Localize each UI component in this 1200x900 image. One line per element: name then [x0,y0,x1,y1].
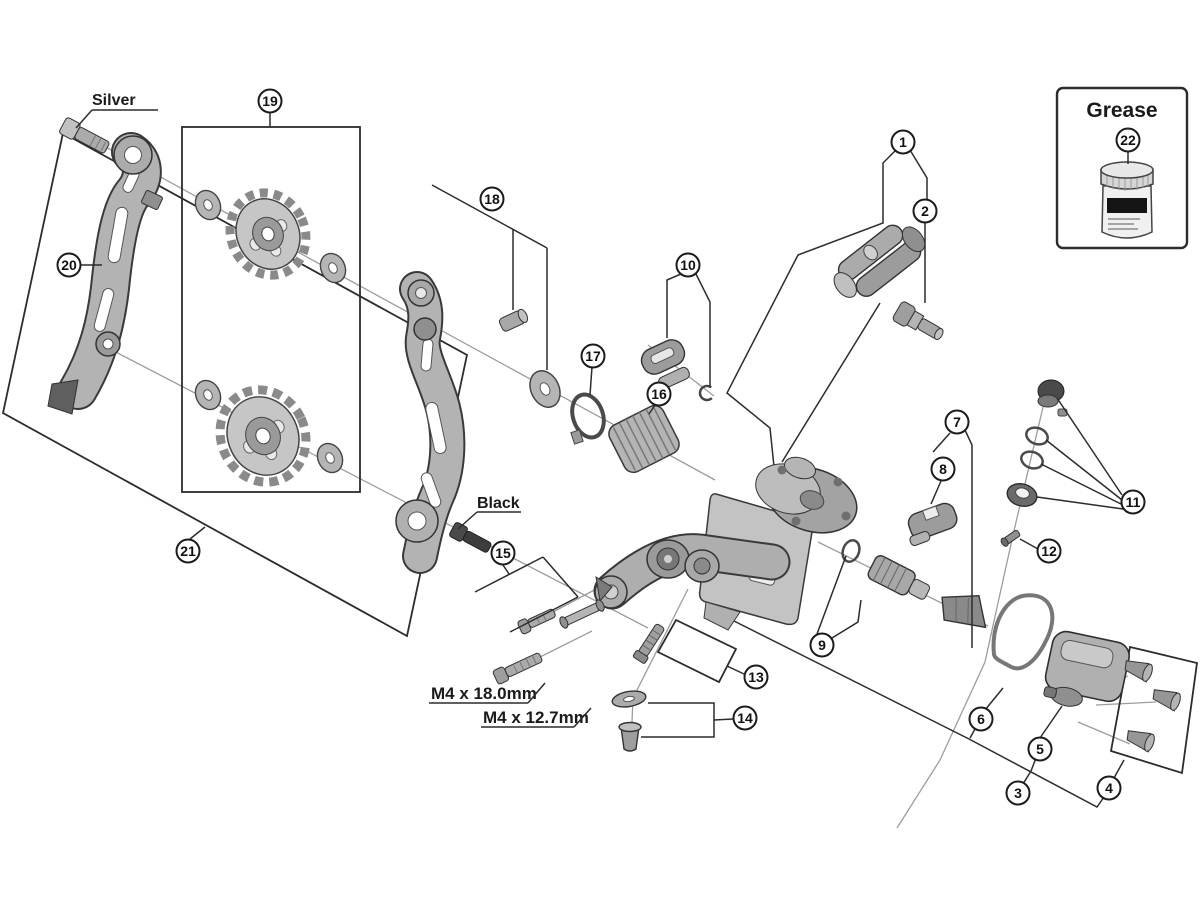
callout-16: 16 [646,381,672,407]
part-set-screw [1000,529,1021,547]
svg-text:22: 22 [1120,132,1136,148]
callout-6: 6 [968,706,994,732]
part-cable-fixing-plate [640,339,686,375]
part-o-ring-9 [841,539,861,563]
callout-15: 15 [490,540,516,566]
part-adjuster-boot [1006,482,1038,508]
svg-text:6: 6 [977,711,985,727]
callout-2: 2 [912,198,938,224]
svg-text:3: 3 [1014,785,1022,801]
lower-pulley [215,385,311,487]
part-stopper-bolt [892,301,944,340]
callout-12: 12 [1036,538,1062,564]
svg-text:19: 19 [262,93,278,109]
label-m4-12: M4 x 12.7mm [483,708,589,727]
silver-bolt [59,117,110,154]
callout-17: 17 [580,343,606,369]
grease-jar [1100,161,1154,239]
part-bumper-cone [941,594,987,629]
main-body [593,456,858,631]
black-bolt [449,522,492,553]
part-o-ring-b [1020,450,1044,470]
svg-text:1: 1 [899,134,907,150]
text-labels: Silver Black M4 x 18.0mm M4 x 12.7mm Gre… [75,92,1158,728]
svg-text:5: 5 [1036,741,1044,757]
part-o-ring-a [1025,426,1049,446]
svg-text:21: 21 [180,543,196,559]
bracket-3-4-6-lines [727,617,1199,808]
svg-text:20: 20 [61,257,77,273]
bracket-1-long-lines [726,149,928,506]
part-bushing [498,308,529,332]
part-adjuster-cap [1037,379,1068,417]
upper-pulley [225,188,311,280]
callout-11: 11 [1120,489,1146,515]
callout-8: 8 [930,456,956,482]
part-spring-barrel [867,555,931,600]
svg-text:16: 16 [651,386,667,402]
part-cover-unit [1043,630,1130,707]
callout-20: 20 [56,252,82,278]
label-silver: Silver [92,92,136,109]
part-washer-14 [611,690,647,708]
label-grease: Grease [1086,99,1157,122]
svg-text:12: 12 [1041,543,1057,559]
svg-text:4: 4 [1105,780,1113,796]
label-black: Black [477,495,520,512]
callout-5: 5 [1027,736,1053,762]
part-stopper-ring [570,392,606,445]
svg-text:9: 9 [818,637,826,653]
label-m4-18: M4 x 18.0mm [431,684,537,703]
svg-text:11: 11 [1126,494,1141,510]
pulley-washers [194,189,347,474]
part-gasket [991,593,1055,671]
part-cover-screws [1124,660,1181,753]
part-screw-m4-18 [492,652,543,685]
callout-10: 10 [675,252,701,278]
svg-text:7: 7 [953,414,961,430]
part-bracket-axle-clamp [907,502,958,546]
part-outer-cage-plate [47,132,163,415]
callout-21: 21 [175,538,201,564]
callout-18: 18 [479,186,505,212]
part-cage-washer [529,370,561,408]
svg-text:2: 2 [921,203,929,219]
callout-1: 1 [890,129,916,155]
callout-7: 7 [944,409,970,435]
svg-text:17: 17 [585,348,601,364]
part-c-washer [698,384,716,402]
callout-13: 13 [743,664,769,690]
part-cage-spring [608,404,680,474]
svg-text:8: 8 [939,461,947,477]
callout-19: 19 [257,88,283,114]
part-stud [559,599,605,629]
grease-box [1055,86,1189,250]
part-inner-cage-plate [395,271,466,574]
svg-text:13: 13 [748,669,764,685]
callout-3: 3 [1005,780,1031,806]
part-stopper-pin [632,623,665,664]
svg-text:10: 10 [680,257,696,273]
svg-text:15: 15 [495,545,511,561]
callout-9: 9 [809,632,835,658]
svg-text:18: 18 [484,191,500,207]
part-b-link [833,224,926,298]
svg-text:14: 14 [737,710,753,726]
part-bolt-14 [618,721,642,752]
callout-22: 22 [1115,127,1141,153]
callout-14: 14 [732,705,758,731]
callout-leader-lines [81,113,1129,738]
group-box-19 [181,126,361,493]
callout-4: 4 [1096,775,1122,801]
